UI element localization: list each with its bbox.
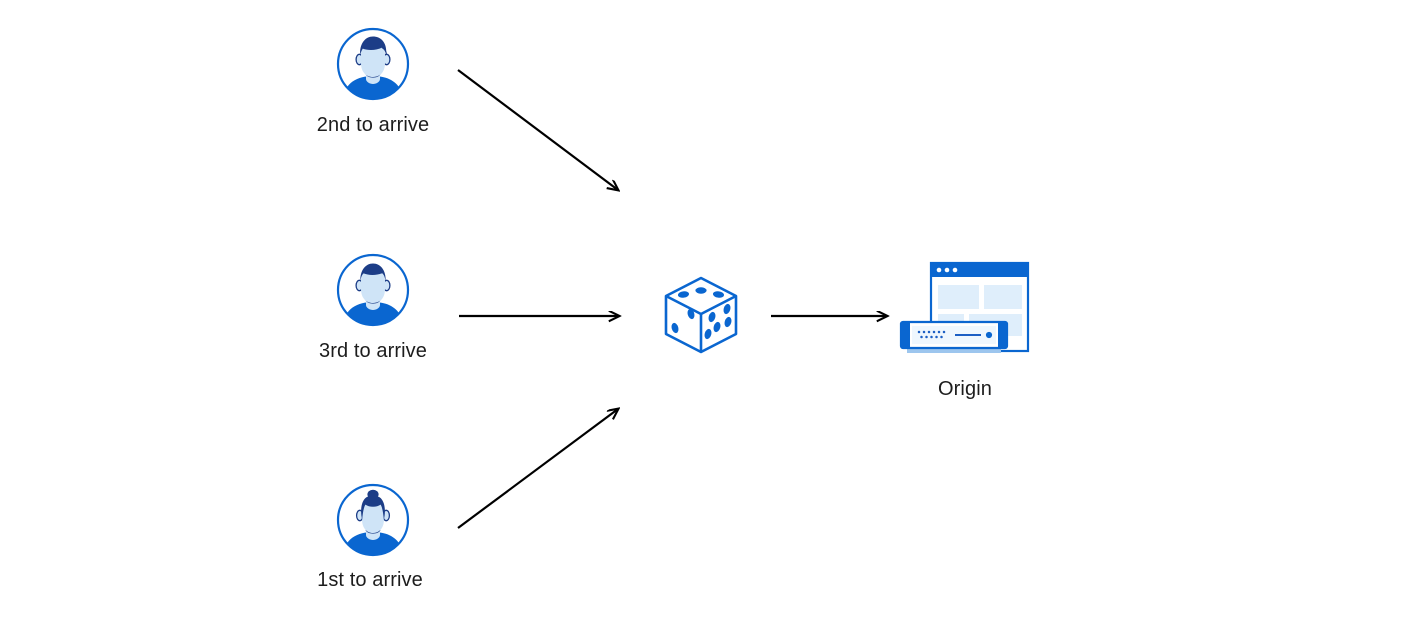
client-avatar-third[interactable] [335, 252, 411, 328]
origin-node[interactable] [893, 255, 1033, 365]
server-router-icon [899, 320, 1009, 353]
dice-node[interactable] [658, 272, 744, 358]
client-label-third: 3rd to arrive [318, 340, 427, 362]
origin-label: Origin [938, 378, 992, 400]
client-label-first: 1st to arrive [317, 569, 423, 591]
user-avatar-short-hair-icon [336, 27, 410, 101]
dice-icon [664, 276, 738, 354]
arrow-first-to-dice [457, 409, 618, 529]
client-avatar-second[interactable] [335, 26, 411, 102]
user-avatar-short-hair-icon [336, 253, 410, 327]
client-label-second: 2nd to arrive [316, 114, 430, 136]
origin-icon-group [899, 261, 1030, 353]
client-avatar-first[interactable] [335, 482, 411, 558]
user-avatar-bun-hair-icon [336, 483, 410, 557]
